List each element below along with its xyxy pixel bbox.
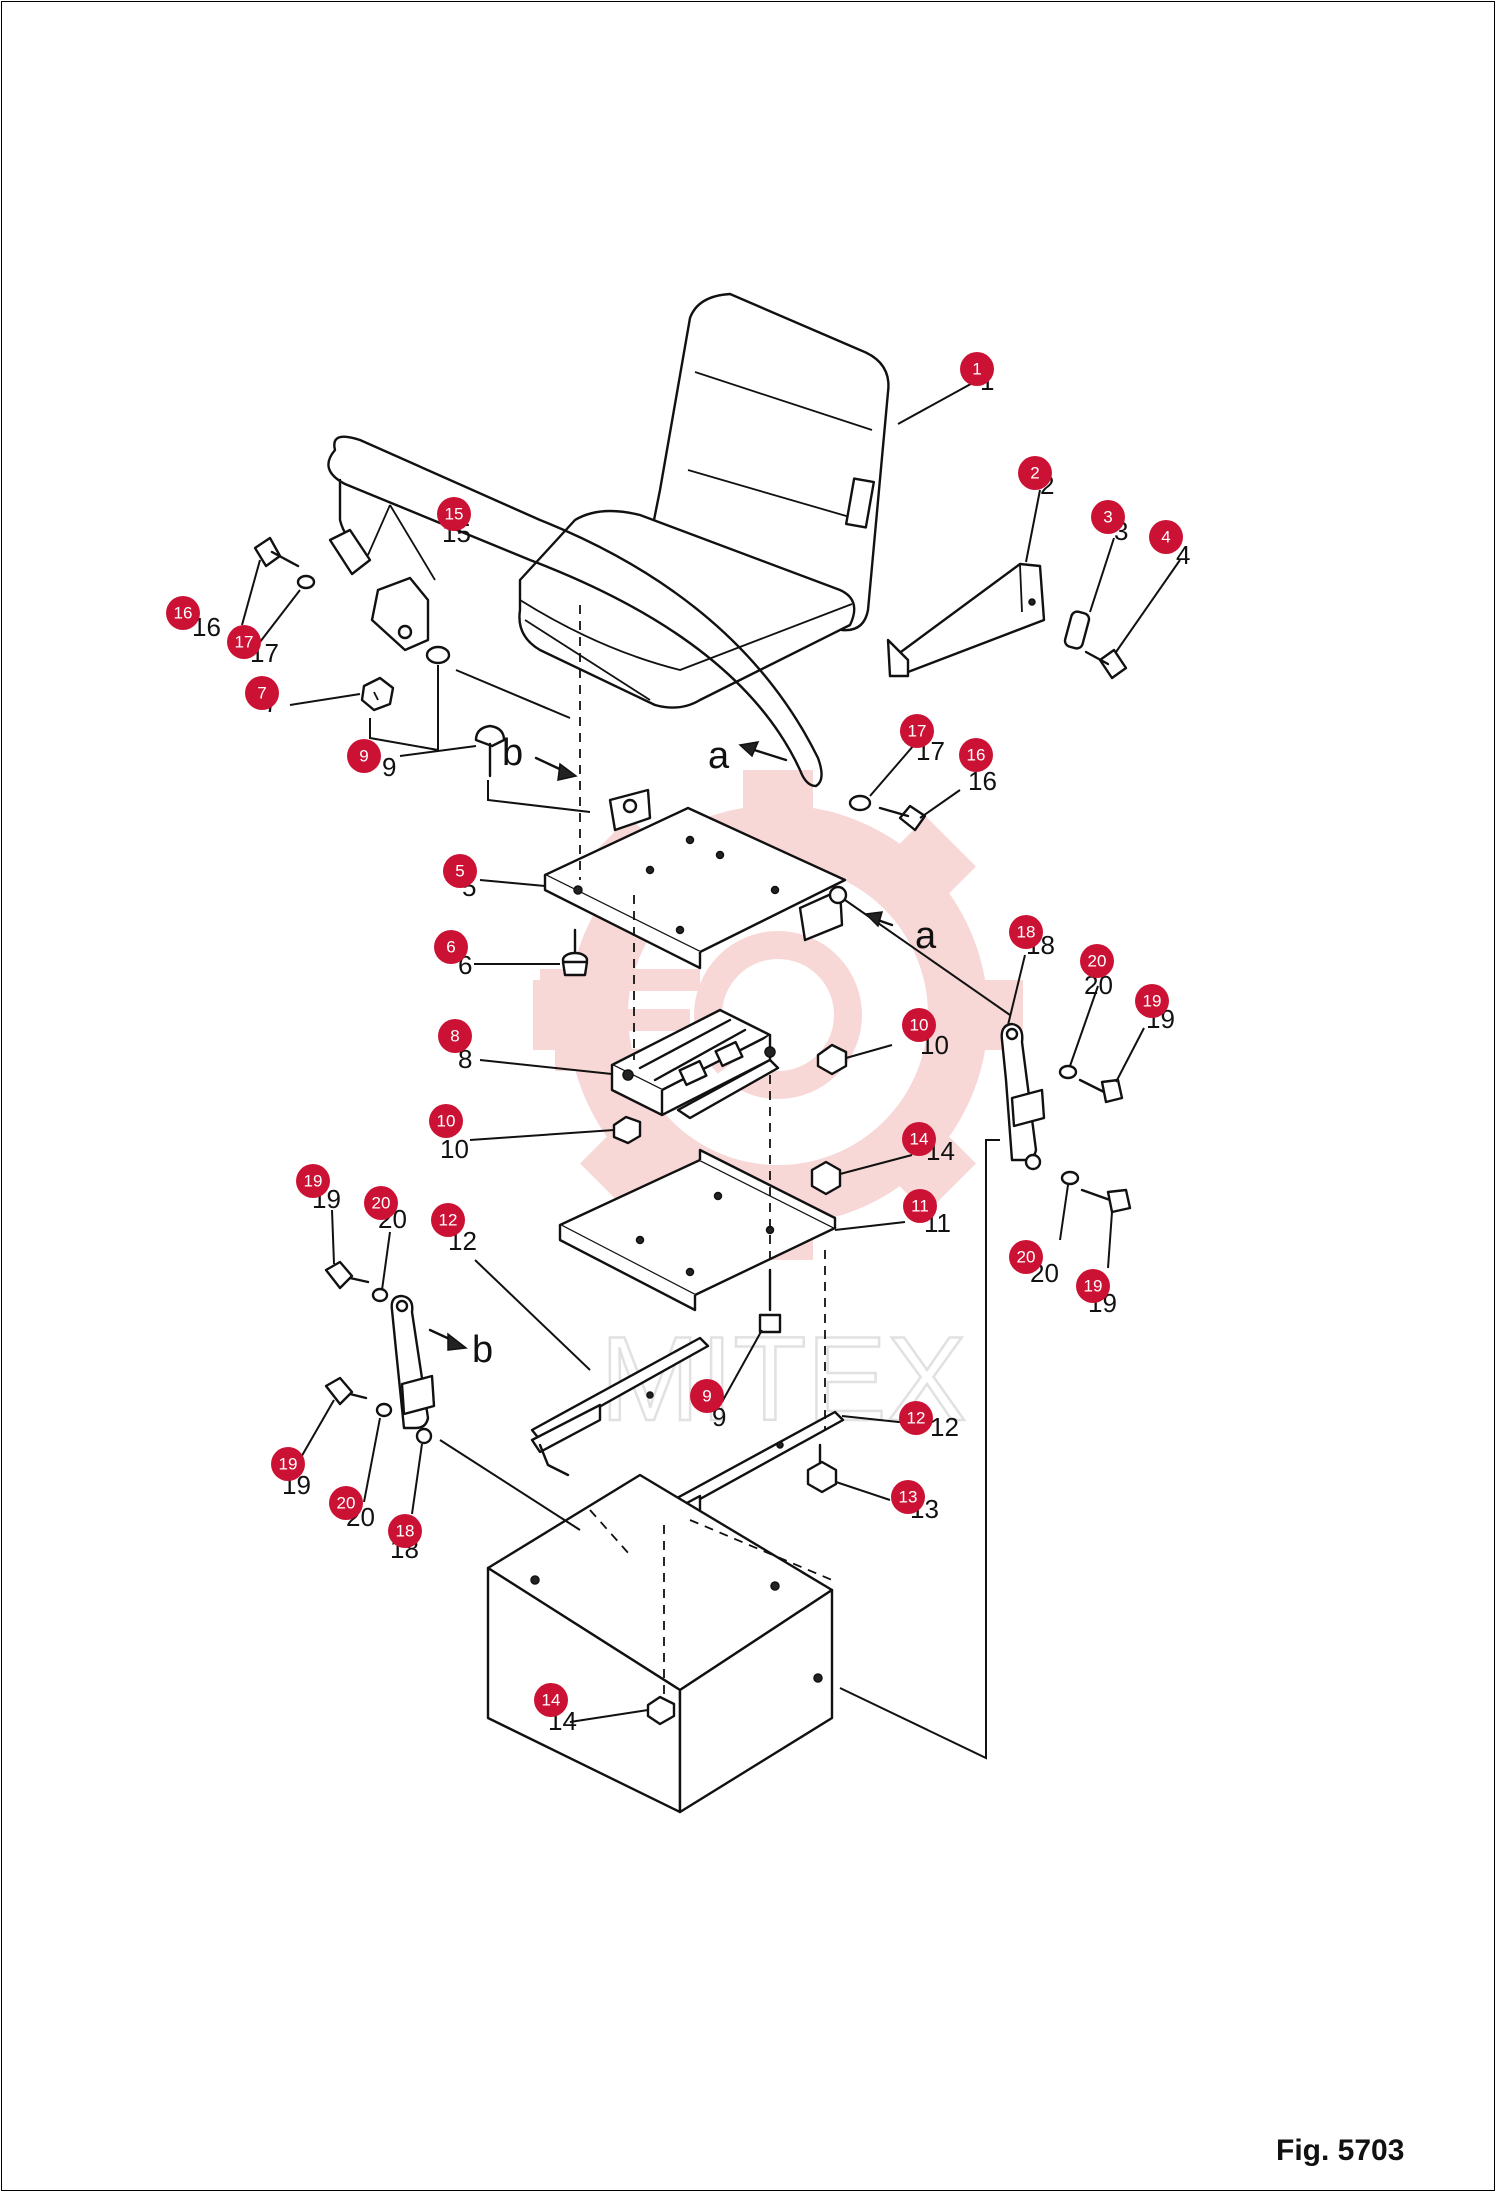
- callout-badge-20-rightB[interactable]: 20: [1009, 1240, 1043, 1274]
- svg-text:9: 9: [702, 1387, 711, 1406]
- print-number-12-right: 12: [930, 1412, 959, 1442]
- svg-text:20: 20: [337, 1494, 356, 1513]
- callout-badge-12-left[interactable]: 12: [431, 1203, 465, 1237]
- svg-text:17: 17: [908, 722, 927, 741]
- svg-text:19: 19: [1084, 1277, 1103, 1296]
- callout-badge-1[interactable]: 1: [960, 352, 994, 386]
- callout-badge-3[interactable]: 3: [1091, 500, 1125, 534]
- nut-14-upper: [810, 1160, 842, 1196]
- figure-label: Fig. 5703: [1276, 2134, 1405, 2167]
- callout-badge-20-right[interactable]: 20: [1080, 944, 1114, 978]
- callout-badge-17-left[interactable]: 17: [227, 625, 261, 659]
- svg-text:12: 12: [439, 1211, 458, 1230]
- callout-badge-6[interactable]: 6: [434, 930, 468, 964]
- svg-text:19: 19: [304, 1172, 323, 1191]
- view-marker-a-right: a: [915, 915, 937, 957]
- callout-badge-15[interactable]: 15: [437, 497, 471, 531]
- callout-badge-20-leftA[interactable]: 20: [364, 1186, 398, 1220]
- callout-badge-16-left[interactable]: 16: [166, 596, 200, 630]
- callout-badge-17-right[interactable]: 17: [900, 714, 934, 748]
- view-marker-b-top: b: [502, 732, 523, 774]
- svg-text:1: 1: [972, 360, 981, 379]
- svg-text:2: 2: [1030, 464, 1039, 483]
- alignment-lines: [579, 605, 833, 1700]
- belt-strap-left: [324, 1260, 436, 1445]
- view-marker-a-top: a: [708, 735, 730, 777]
- svg-text:11: 11: [911, 1197, 929, 1216]
- print-number-4: 4: [1176, 540, 1190, 570]
- callout-badge-4[interactable]: 4: [1149, 520, 1183, 554]
- callout-badge-10-right[interactable]: 10: [902, 1008, 936, 1042]
- svg-text:15: 15: [445, 505, 464, 524]
- svg-text:19: 19: [279, 1455, 298, 1474]
- bolt-13: [806, 1443, 838, 1494]
- svg-text:16: 16: [174, 604, 193, 623]
- view-arrows: a a b b: [428, 732, 937, 1371]
- callout-badge-2[interactable]: 2: [1018, 456, 1052, 490]
- print-number-9-top: 9: [382, 752, 396, 782]
- callout-badge-19-leftB[interactable]: 19: [271, 1447, 305, 1481]
- print-number-10-left: 10: [440, 1134, 469, 1164]
- callout-badge-10-left[interactable]: 10: [429, 1104, 463, 1138]
- svg-text:8: 8: [450, 1027, 459, 1046]
- callout-badge-18-left[interactable]: 18: [388, 1514, 422, 1548]
- svg-text:20: 20: [372, 1194, 391, 1213]
- svg-text:10: 10: [437, 1112, 456, 1131]
- svg-text:19: 19: [1143, 992, 1162, 1011]
- view-marker-b-left: b: [472, 1329, 493, 1371]
- nut-10-left: [612, 1115, 642, 1145]
- callout-badge-20-leftB[interactable]: 20: [329, 1486, 363, 1520]
- svg-text:18: 18: [1017, 923, 1036, 942]
- seat-stand-box: [486, 1473, 834, 1814]
- seat-assembly: [518, 292, 1128, 709]
- svg-text:14: 14: [542, 1691, 561, 1710]
- slide-plate: [543, 788, 848, 970]
- svg-text:9: 9: [359, 747, 368, 766]
- lap-belt: [253, 435, 927, 832]
- callout-badge-11[interactable]: 11: [903, 1189, 937, 1223]
- svg-text:20: 20: [1017, 1248, 1036, 1267]
- callout-badge-9-lower[interactable]: 9: [690, 1379, 724, 1413]
- nut-10-right: [816, 1043, 848, 1076]
- svg-text:20: 20: [1088, 952, 1107, 971]
- callout-badge-18-right[interactable]: 18: [1009, 915, 1043, 949]
- belt-strap-right: [1000, 1022, 1132, 1214]
- svg-text:6: 6: [446, 938, 455, 957]
- svg-text:7: 7: [257, 684, 266, 703]
- callout-badge-9-top[interactable]: 9: [347, 739, 381, 773]
- svg-text:17: 17: [235, 633, 254, 652]
- callout-badge-14-lower[interactable]: 14: [534, 1683, 568, 1717]
- callout-badge-8[interactable]: 8: [438, 1019, 472, 1053]
- svg-text:12: 12: [907, 1409, 926, 1428]
- bolt-9-lower: [758, 1268, 782, 1334]
- svg-text:16: 16: [967, 746, 986, 765]
- callout-badge-16-right[interactable]: 16: [959, 738, 993, 772]
- callout-badge-13[interactable]: 13: [891, 1480, 925, 1514]
- callout-badge-19-right[interactable]: 19: [1135, 984, 1169, 1018]
- callout-badge-5[interactable]: 5: [443, 854, 477, 888]
- svg-text:4: 4: [1161, 528, 1170, 547]
- svg-text:18: 18: [396, 1522, 415, 1541]
- suspension-unit: [610, 1008, 780, 1120]
- svg-text:13: 13: [899, 1488, 918, 1507]
- base-plate: [558, 1148, 837, 1312]
- callout-badge-19-leftA[interactable]: 19: [296, 1164, 330, 1198]
- svg-text:3: 3: [1103, 508, 1112, 527]
- callout-badge-14-upper[interactable]: 14: [902, 1122, 936, 1156]
- svg-text:10: 10: [910, 1016, 929, 1035]
- svg-text:14: 14: [910, 1130, 929, 1149]
- svg-text:5: 5: [455, 862, 464, 881]
- callout-badge-7[interactable]: 7: [245, 676, 279, 710]
- callout-badges: 1 2 3 4 15 16 17 7 9 17 16 5 6 18 20 19 …: [166, 352, 1183, 1717]
- callout-badge-19-rightB[interactable]: 19: [1076, 1269, 1110, 1303]
- callout-badge-12-right[interactable]: 12: [899, 1401, 933, 1435]
- bolt-6: [561, 928, 589, 977]
